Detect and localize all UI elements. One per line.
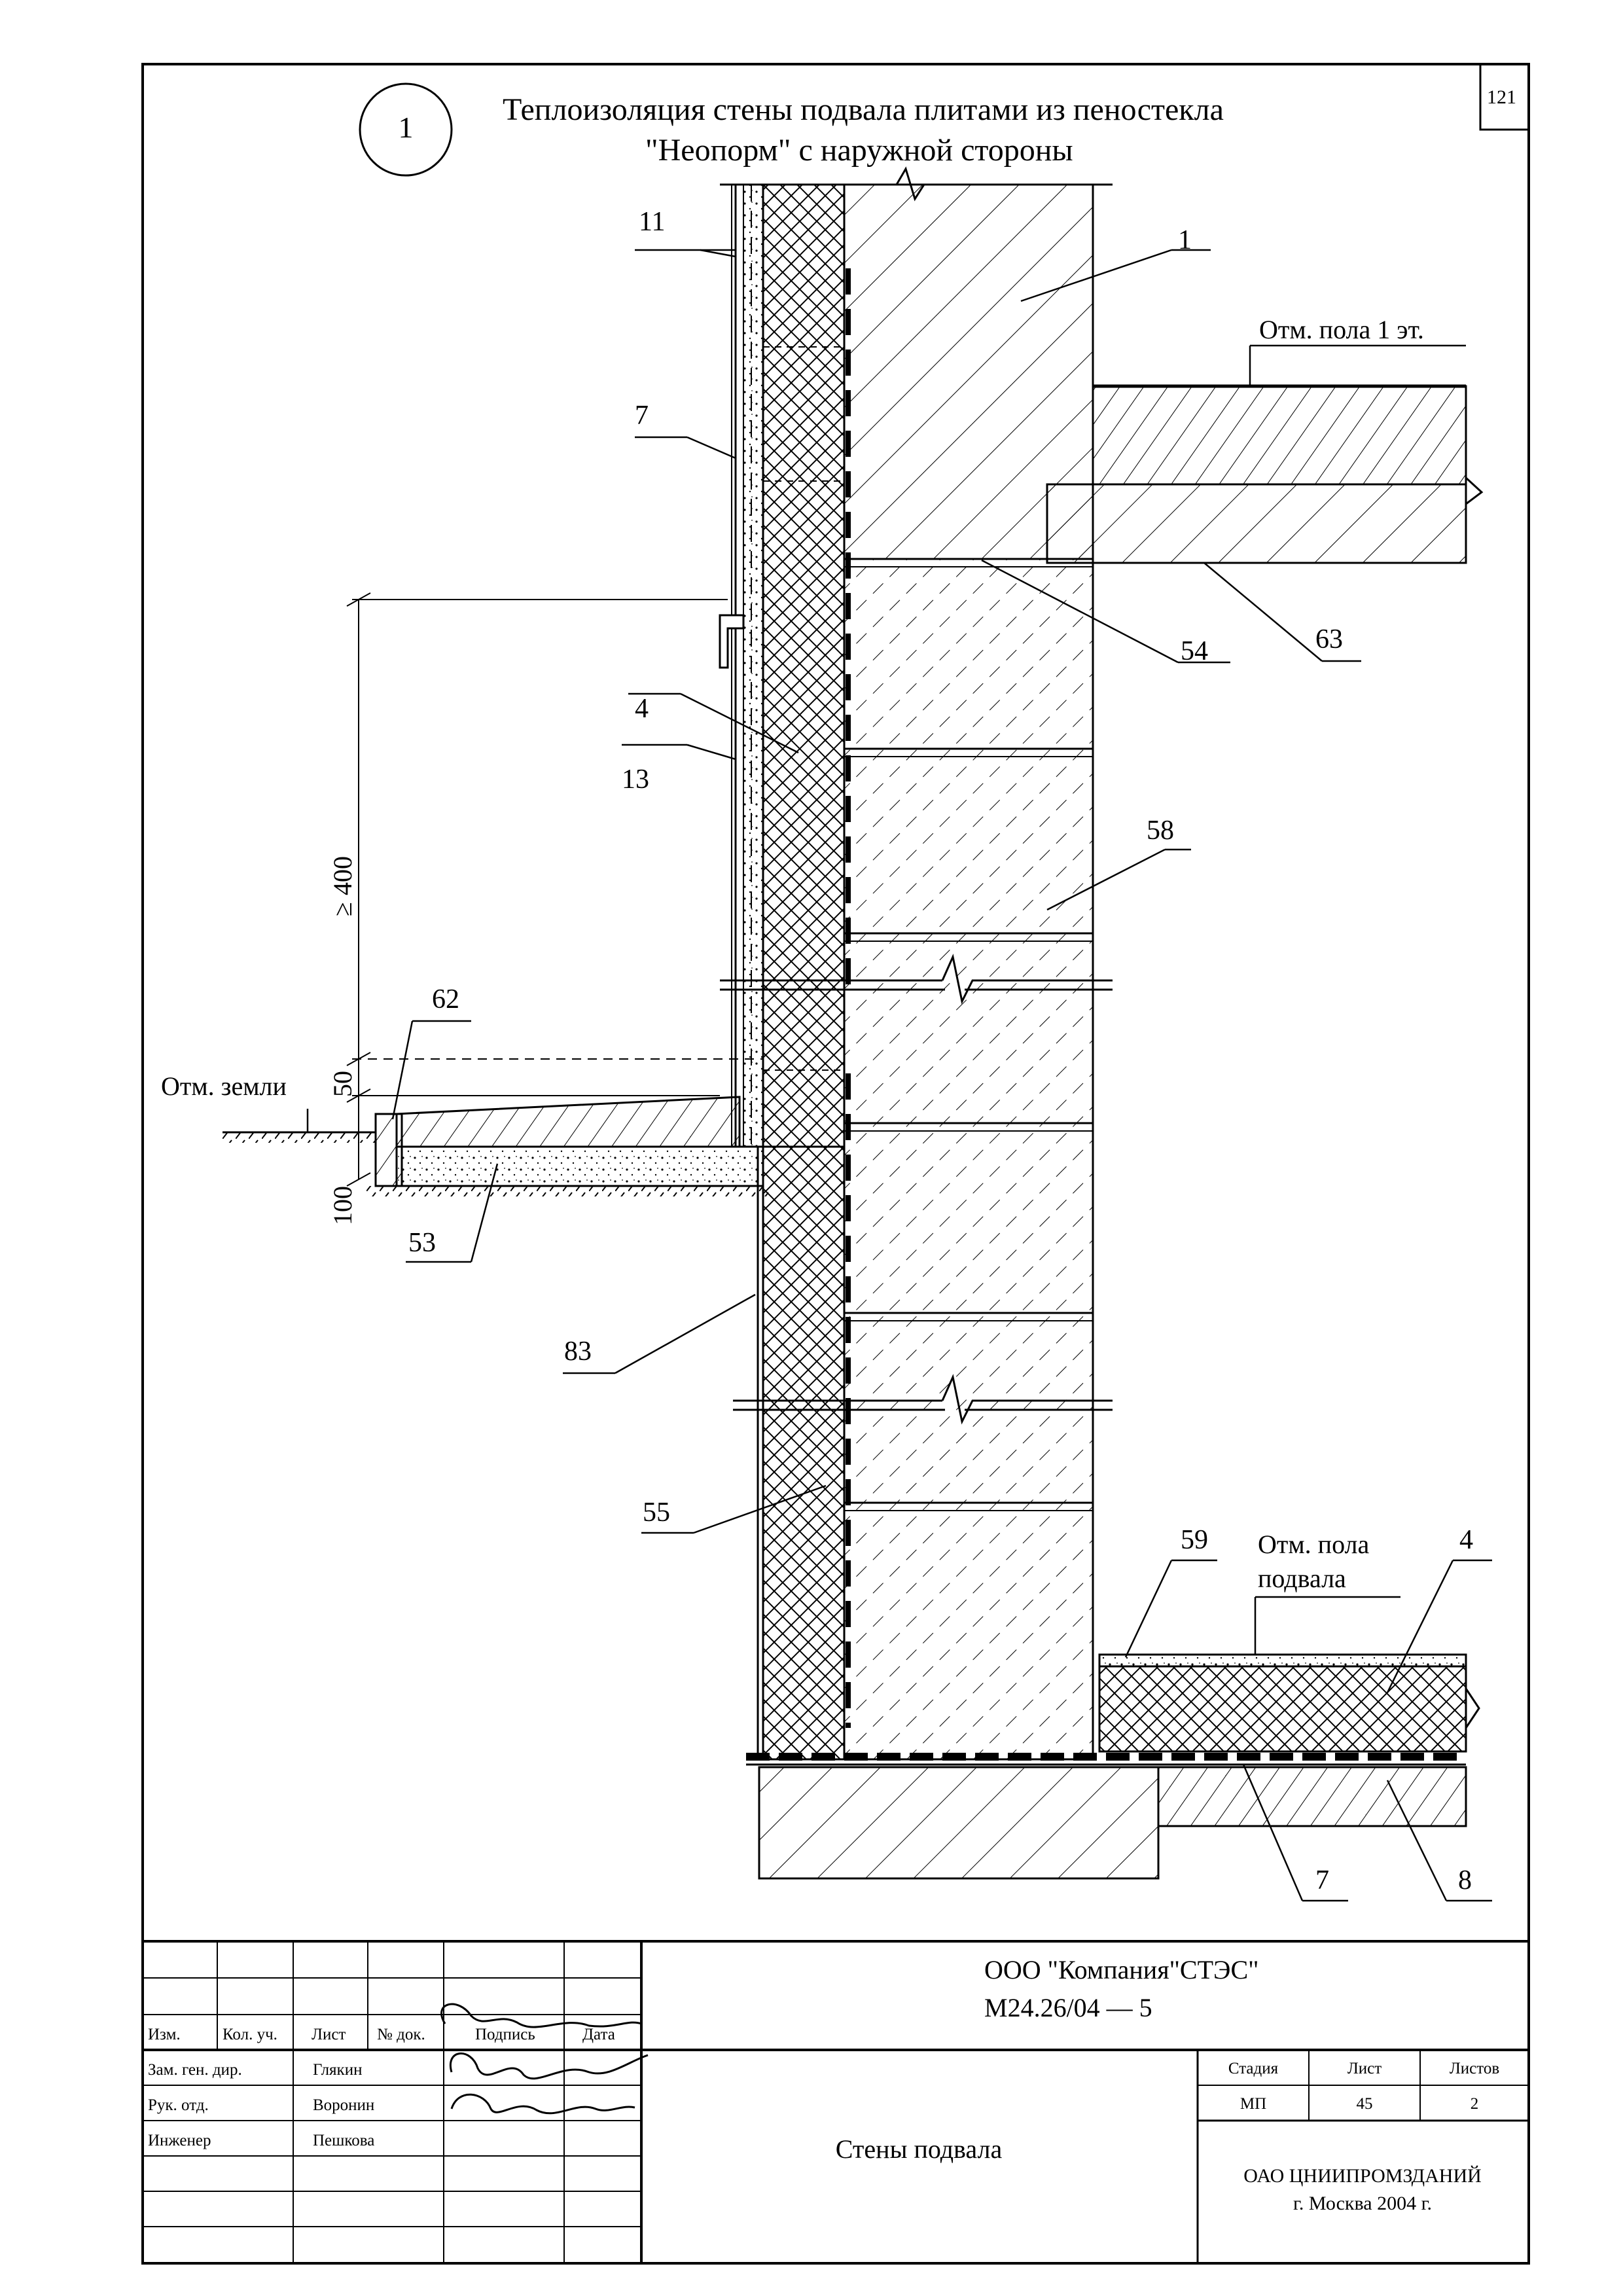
tb-stage-value: МП	[1240, 2095, 1267, 2113]
callout-4-wall: 4	[635, 694, 649, 724]
tb-role-1: Зам. ген. дир.	[148, 2061, 242, 2079]
callout-58: 58	[1147, 816, 1174, 846]
blind-area	[223, 1096, 772, 1196]
callout-7-upper: 7	[635, 401, 649, 431]
callout-11: 11	[639, 207, 666, 237]
plaster-layer	[743, 184, 764, 1147]
tb-header-date: Дата	[582, 2026, 615, 2043]
callout-1: 1	[1178, 225, 1192, 255]
leader-lines	[306, 249, 1492, 1902]
title-block-grid	[143, 1940, 1529, 2263]
detail-number: 1	[398, 111, 414, 144]
basement-floor	[746, 476, 1484, 1880]
dim-400: ≥ 400	[328, 856, 357, 916]
tb-name-3: Пешкова	[313, 2132, 375, 2149]
detail-title-line1: Теплоизоляция стены подвала плитами из п…	[503, 92, 1224, 127]
callout-62: 62	[432, 984, 459, 1014]
detail-title-line2: "Неопорм" с наружной стороны	[645, 133, 1073, 168]
callout-63: 63	[1315, 624, 1343, 655]
level-basement-line1: Отм. пола	[1258, 1530, 1370, 1559]
break-lines	[720, 166, 1113, 1425]
dim-100: 100	[328, 1186, 357, 1225]
callout-4-floor: 4	[1459, 1525, 1473, 1555]
tb-header-doc: № док.	[377, 2026, 425, 2043]
foundation	[758, 1766, 1160, 1880]
tb-header-list: Лист	[312, 2026, 346, 2043]
tb-header-sign: Подпись	[475, 2026, 535, 2043]
tb-header-kol: Кол. уч.	[223, 2026, 277, 2043]
sheet-number-box	[1479, 63, 1530, 131]
floor-slab	[1092, 385, 1467, 486]
tb-name-2: Воронин	[313, 2096, 375, 2114]
tb-org-line1: ОАО ЦНИИПРОМЗДАНИЙ	[1243, 2165, 1482, 2187]
handwritten-signatures	[440, 2003, 649, 2115]
tb-sheets-label: Листов	[1449, 2060, 1500, 2077]
callout-83: 83	[564, 1336, 592, 1367]
level-ground: Отм. земли	[161, 1071, 287, 1101]
tb-name-1: Глякин	[313, 2061, 363, 2079]
tb-org-line2: г. Москва 2004 г.	[1293, 2193, 1432, 2214]
foamglass-insulation	[762, 183, 846, 1761]
callout-55: 55	[643, 1498, 670, 1528]
tb-role-3: Инженер	[148, 2132, 211, 2149]
tb-drawing-name: Стены подвала	[835, 2134, 1003, 2164]
floor-base	[1157, 1766, 1467, 1827]
tb-sheets-value: 2	[1470, 2095, 1479, 2113]
callout-53: 53	[408, 1228, 436, 1258]
upper-wall	[843, 183, 1467, 564]
dimension-lines	[346, 592, 763, 1187]
callout-8: 8	[1458, 1865, 1472, 1895]
tb-sheet-value: 45	[1356, 2095, 1373, 2113]
drip-flashing	[719, 614, 745, 669]
callout-13: 13	[622, 764, 649, 795]
tb-sheet-label: Лист	[1347, 2060, 1382, 2077]
block-wall	[843, 558, 1094, 1761]
callout-54: 54	[1181, 636, 1208, 666]
slab-beam	[1046, 483, 1467, 564]
tb-doc-code: М24.26/04 — 5	[984, 1993, 1152, 2022]
tb-stage-label: Стадия	[1228, 2060, 1279, 2077]
level-floor-1: Отм. пола 1 эт.	[1259, 315, 1424, 344]
tb-role-2: Рук. отд.	[148, 2096, 209, 2114]
level-basement-line2: подвала	[1258, 1564, 1346, 1593]
callout-7-lower: 7	[1315, 1865, 1329, 1895]
sheet-frame	[141, 63, 1530, 2265]
dim-50: 50	[328, 1071, 357, 1097]
curb-stone	[374, 1113, 403, 1187]
tb-header-izm: Изм.	[148, 2026, 181, 2043]
detail-number-circle	[359, 82, 453, 177]
tb-company: ООО "Компания"СТЭС"	[984, 1955, 1259, 1984]
callout-59: 59	[1181, 1525, 1208, 1555]
sheet-number: 121	[1487, 86, 1516, 108]
